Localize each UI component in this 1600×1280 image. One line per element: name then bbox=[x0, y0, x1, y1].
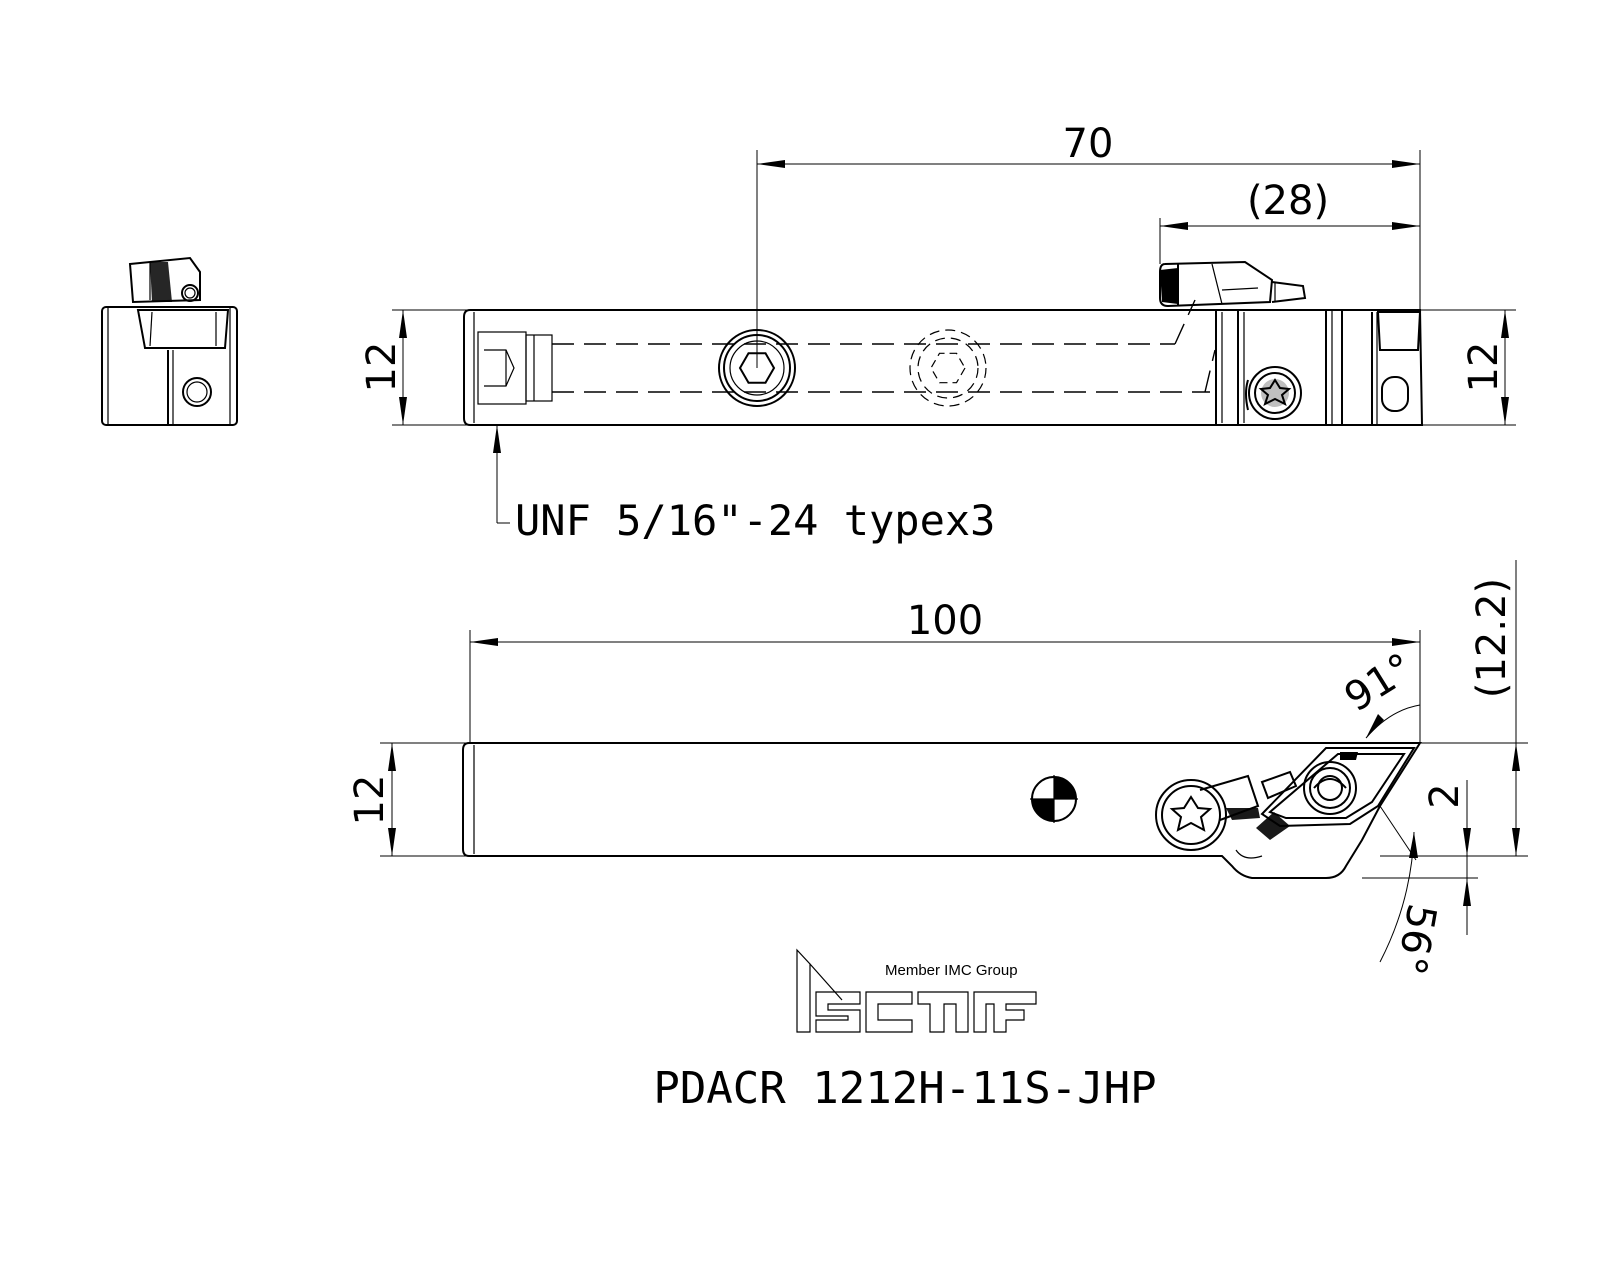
part-number: PDACR 1212H-11S-JHP bbox=[653, 1063, 1156, 1114]
thread-note: UNF 5/16"-24 typex3 bbox=[515, 496, 995, 545]
iscar-logo: Member IMC Group bbox=[796, 948, 1037, 1033]
dim-clamp-28: (28) bbox=[1247, 178, 1329, 224]
dimensions bbox=[380, 150, 1528, 963]
dim-angle-56: 56° bbox=[1387, 900, 1445, 978]
dim-height-bottom: 12 bbox=[347, 775, 393, 826]
dim-angle-91: 91° bbox=[1337, 645, 1422, 722]
dimension-labels: 70 (28) 12 12 100 12 (12.2) 2 91° 56° bbox=[347, 121, 1515, 978]
dim-length-70: 70 bbox=[1063, 121, 1114, 167]
top-view bbox=[463, 260, 1424, 426]
end-view bbox=[101, 256, 238, 426]
dim-offset-2: 2 bbox=[1422, 783, 1468, 808]
dim-height-left: 12 bbox=[359, 342, 405, 393]
logo-tagline: Member IMC Group bbox=[885, 962, 1018, 979]
dim-head-height: (12.2) bbox=[1469, 578, 1515, 698]
dim-height-right: 12 bbox=[1461, 342, 1507, 393]
side-view bbox=[462, 742, 1422, 879]
dim-length-100: 100 bbox=[907, 598, 983, 644]
